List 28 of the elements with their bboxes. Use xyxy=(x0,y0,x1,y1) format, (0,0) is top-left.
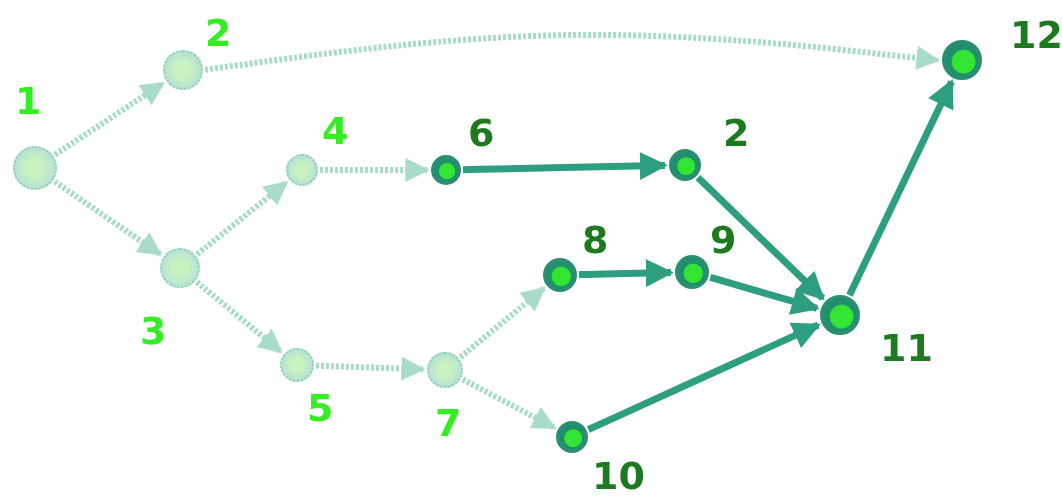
node-number: 11 xyxy=(880,329,933,367)
arrow xyxy=(53,179,163,257)
arrow xyxy=(462,151,668,180)
node-number: 3 xyxy=(140,312,167,350)
arrow xyxy=(846,79,955,297)
arrow xyxy=(695,175,826,301)
node-number: 2 xyxy=(205,14,232,52)
arrow xyxy=(586,321,821,433)
node-number: 1 xyxy=(15,82,42,120)
arrow xyxy=(195,279,283,354)
arrow xyxy=(320,158,430,182)
arrow xyxy=(578,259,674,288)
arrow xyxy=(458,286,546,360)
node-number: 12 xyxy=(1010,16,1062,54)
node-number: 8 xyxy=(582,221,609,259)
node-number: 4 xyxy=(322,112,349,150)
arrow xyxy=(53,80,165,158)
node-number: 2 xyxy=(723,114,750,152)
node-number: 5 xyxy=(307,389,334,427)
node-number: 9 xyxy=(710,221,737,259)
arrow xyxy=(195,180,289,257)
arrow xyxy=(709,273,820,315)
arrow xyxy=(204,31,941,73)
node-number: 6 xyxy=(468,114,495,152)
node-number: 7 xyxy=(435,404,462,442)
node-number: 10 xyxy=(592,457,645,495)
arrow xyxy=(461,376,557,431)
arrow xyxy=(315,356,426,381)
